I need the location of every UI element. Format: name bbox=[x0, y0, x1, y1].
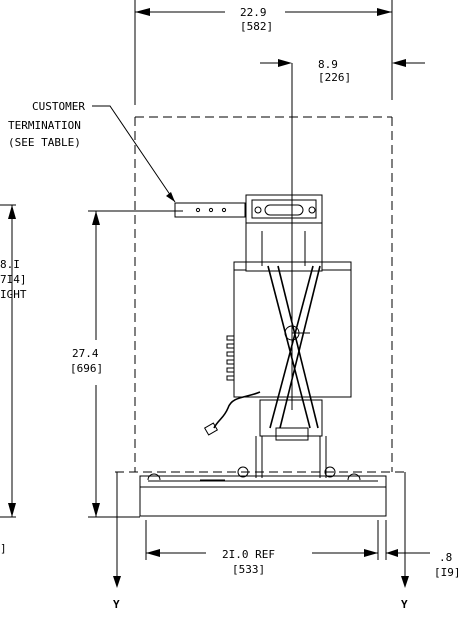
y-label-right: Y bbox=[401, 598, 408, 611]
left-partial-note: IGHT bbox=[0, 288, 27, 301]
callout-line-1: CUSTOMER bbox=[32, 100, 85, 113]
dashed-envelope bbox=[115, 116, 408, 473]
top-width-value: 22.9 bbox=[240, 6, 267, 19]
callout-line-2: TERMINATION bbox=[8, 119, 81, 132]
dimension-top-width: 22.9 [582] bbox=[134, 0, 393, 105]
base-width-value: 2I.0 REF bbox=[222, 548, 275, 561]
left-partial-value: 8.I bbox=[0, 258, 20, 271]
base-tray bbox=[139, 466, 387, 517]
left-edge-fragment: ] bbox=[0, 542, 7, 555]
right-offset-metric: [226] bbox=[318, 71, 351, 84]
y-label-left: Y bbox=[113, 598, 120, 611]
dimension-edge-offset: .8 [I9] bbox=[364, 520, 461, 579]
cable bbox=[203, 391, 261, 436]
dimension-bracket-height: 27.4 [696] bbox=[70, 210, 183, 518]
mounting-head bbox=[245, 194, 323, 272]
bracket-height-value: 27.4 bbox=[72, 347, 99, 360]
bracket-height-metric: [696] bbox=[70, 362, 103, 375]
dimension-right-offset: 8.9 [226] bbox=[260, 58, 425, 84]
top-width-metric: [582] bbox=[240, 20, 273, 33]
callout-line-3: (SEE TABLE) bbox=[8, 136, 81, 149]
dimension-left-partial: 8.I 7I4] IGHT ] bbox=[0, 204, 27, 555]
customer-termination-callout: CUSTOMER TERMINATION (SEE TABLE) bbox=[8, 100, 176, 203]
left-partial-metric: 7I4] bbox=[0, 273, 27, 286]
right-offset-value: 8.9 bbox=[318, 58, 338, 71]
edge-offset-metric: [I9] bbox=[434, 566, 461, 579]
base-width-metric: [533] bbox=[232, 563, 265, 576]
dimension-base-width: 2I.0 REF [533] bbox=[145, 520, 379, 576]
y-axis-right: Y bbox=[401, 472, 409, 611]
housing-body bbox=[226, 261, 352, 398]
scissor-arms bbox=[267, 265, 321, 429]
termination-bracket bbox=[174, 202, 246, 218]
lower-frame bbox=[255, 399, 327, 478]
y-axis-left: Y bbox=[113, 472, 121, 611]
edge-offset-value: .8 bbox=[439, 551, 452, 564]
